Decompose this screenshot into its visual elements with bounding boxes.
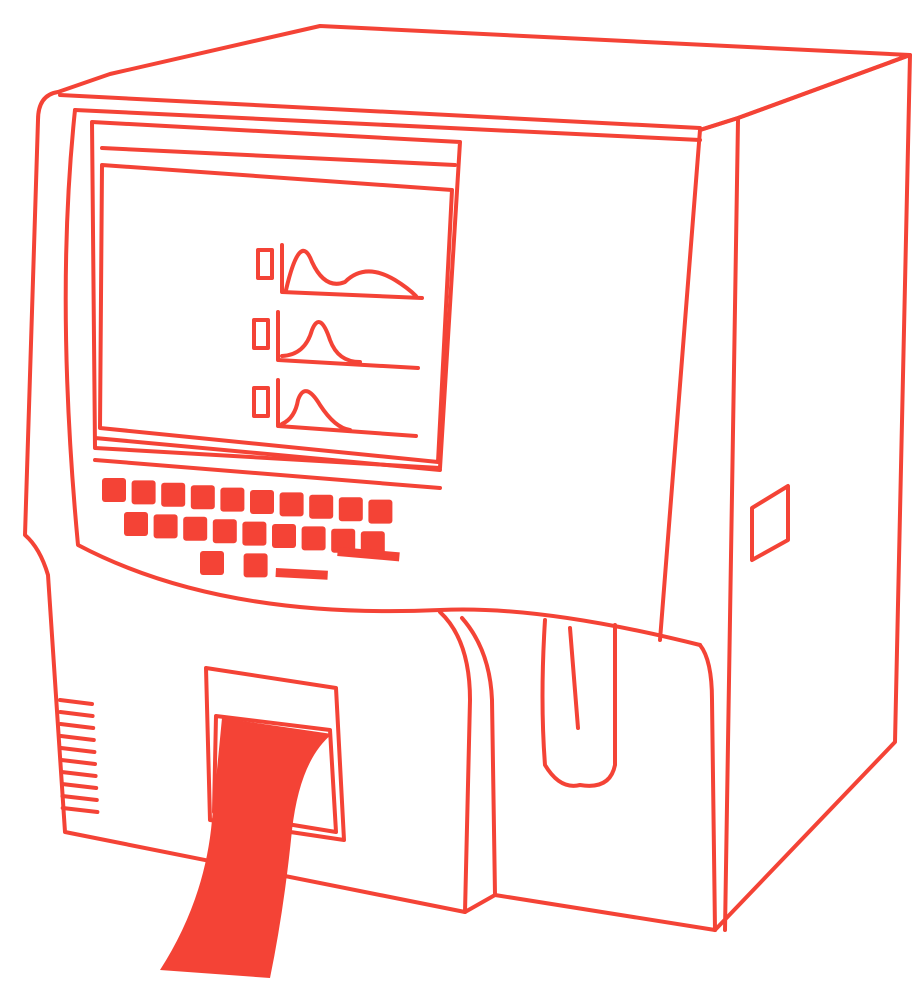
keypad-key — [338, 497, 363, 522]
histogram-1 — [256, 243, 424, 300]
keypad-key — [368, 499, 393, 524]
vent-slot — [60, 806, 100, 814]
vent-slot — [58, 734, 96, 742]
key-long-2 — [275, 568, 328, 580]
keypad-key — [200, 551, 224, 575]
screen — [90, 120, 462, 472]
keypad — [93, 458, 442, 580]
device-front — [23, 90, 717, 932]
vent-slot — [58, 710, 95, 718]
device-side — [698, 53, 912, 932]
printout-paper — [160, 718, 332, 978]
key-long-1 — [337, 547, 400, 562]
printer-slot — [204, 666, 346, 842]
keypad-key — [309, 494, 334, 519]
keypad-key — [360, 531, 385, 556]
keypad-key — [301, 526, 326, 551]
keypad-key — [331, 528, 356, 553]
keypad-key — [161, 482, 186, 507]
keypad-key — [183, 516, 208, 541]
keypad-key — [272, 524, 296, 548]
keypad-key — [124, 512, 148, 536]
sample-compartment — [438, 610, 617, 914]
vent-slot — [59, 758, 97, 766]
vent-grille — [58, 698, 100, 814]
keypad-key — [220, 487, 245, 512]
keypad-key — [102, 478, 126, 502]
vent-slot — [58, 698, 94, 706]
vent-slot — [60, 782, 99, 790]
keypad-key — [190, 485, 215, 510]
vent-slot — [59, 770, 98, 778]
keypad-key — [153, 514, 178, 539]
keypad-key — [250, 490, 274, 514]
keypad-key — [242, 521, 267, 546]
histogram-2 — [252, 310, 420, 370]
vent-slot — [59, 746, 97, 754]
keypad-key — [279, 492, 304, 517]
vent-slot — [58, 722, 96, 730]
vent-slot — [60, 794, 99, 802]
keypad-key — [212, 519, 237, 544]
side-port-panel — [750, 484, 790, 562]
keypad-key — [131, 480, 156, 505]
histogram-3 — [252, 378, 418, 438]
keypad-key — [243, 553, 268, 578]
